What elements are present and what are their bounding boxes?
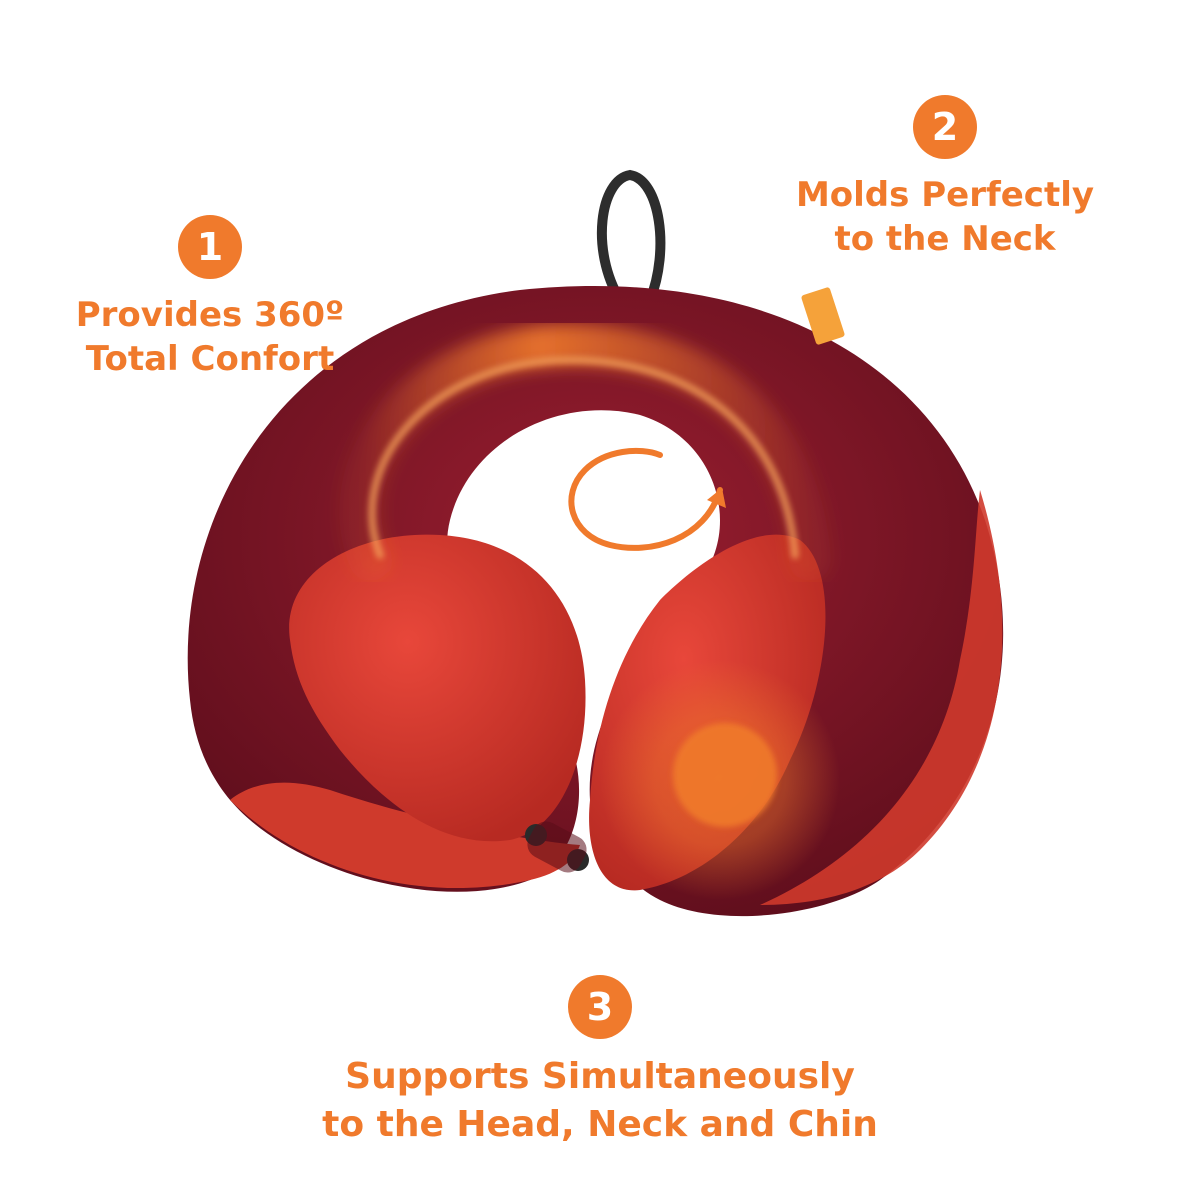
callout-1-number-badge: 1 (178, 215, 242, 279)
pillow-side-band (760, 490, 1003, 905)
callout-2: 2 Molds Perfectly to the Neck (790, 95, 1100, 261)
callout-2-number-badge: 2 (913, 95, 977, 159)
callout-3-line-2: to the Head, Neck and Chin (322, 1104, 878, 1145)
hanging-loop (596, 169, 666, 305)
callout-3-number-badge: 3 (568, 975, 632, 1039)
brand-tag (801, 287, 845, 345)
chin-glow-core (673, 723, 777, 827)
callout-3: 3 Supports Simultaneously to the Head, N… (280, 975, 920, 1149)
pillow-left-lobe (289, 534, 586, 842)
callout-1: 1 Provides 360º Total Confort (60, 215, 360, 381)
rotation-arrow (568, 447, 723, 551)
callout-2-line-2: to the Neck (834, 219, 1056, 259)
callout-3-line-1: Supports Simultaneously (345, 1056, 855, 1097)
callout-2-line-1: Molds Perfectly (795, 175, 1095, 215)
callout-1-line-1: Provides 360º (75, 295, 345, 335)
comfort-glow-arc (339, 323, 831, 581)
callout-1-line-2: Total Confort (85, 339, 335, 379)
pillow-bottom-band-left (230, 782, 580, 889)
snap-strap (527, 821, 587, 873)
